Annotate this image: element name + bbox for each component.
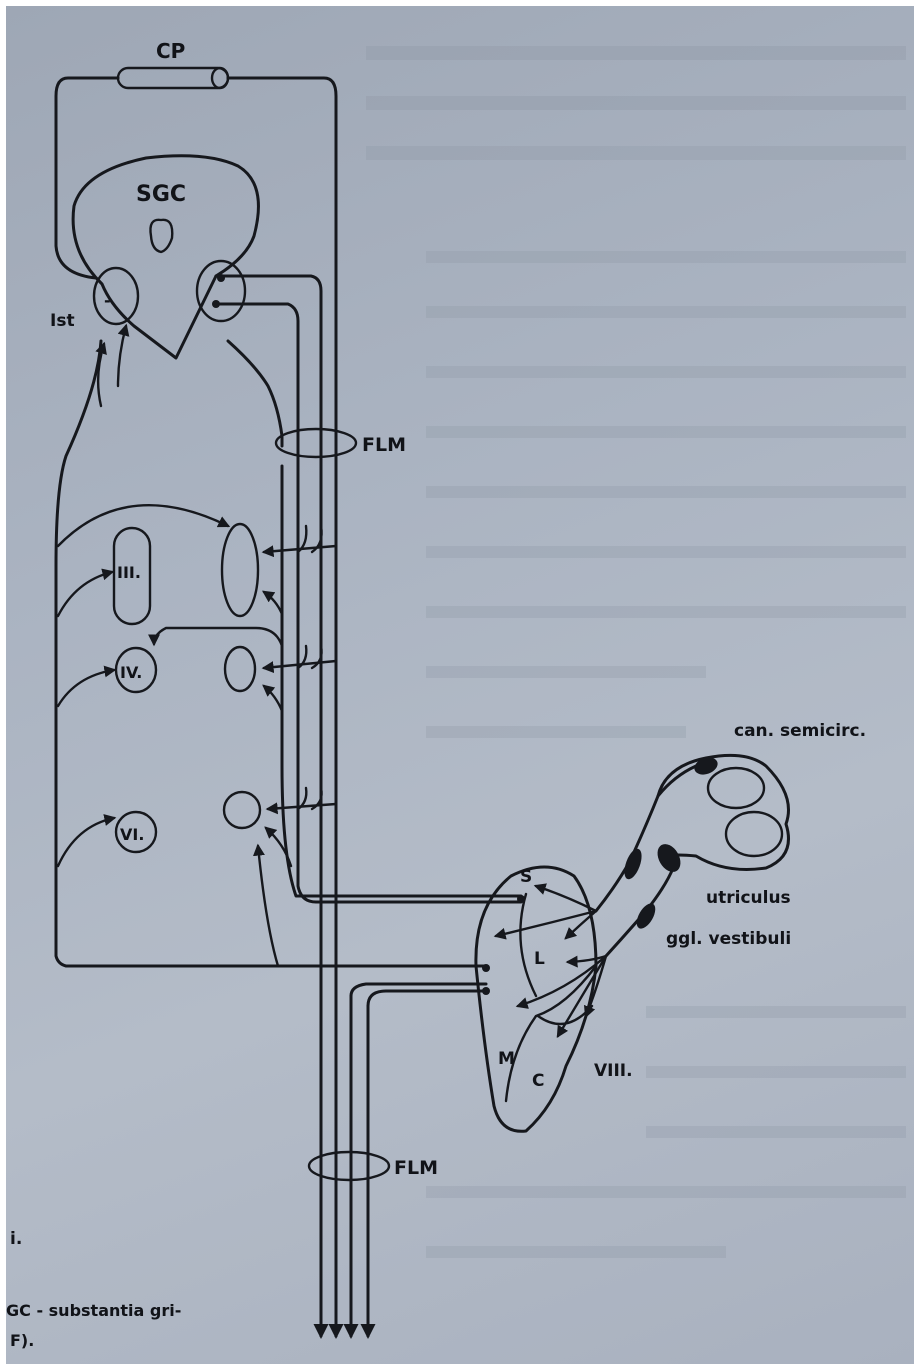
vestibular-pathways-diagram: CP SGC Ist - FLM FLM III. IV. VI. bbox=[6, 6, 914, 1364]
utricular-nerve bbox=[596, 766, 696, 911]
label-s: S bbox=[520, 867, 532, 887]
label-can-semicirc: can. semicirc. bbox=[734, 721, 866, 741]
flm-ring-top bbox=[276, 429, 356, 457]
origin-dot-1 bbox=[217, 274, 225, 282]
viii-inner-division-2 bbox=[506, 966, 596, 1101]
canal-loop-upper bbox=[708, 768, 764, 808]
aqueduct-shape bbox=[150, 220, 172, 252]
cp-left-fiber bbox=[56, 78, 118, 278]
cp-commissure bbox=[118, 68, 228, 88]
caption-fragment-2: GC - substantia gri- bbox=[6, 1301, 181, 1320]
ist-nucleus-oval bbox=[94, 268, 138, 324]
ganglion-branch bbox=[606, 866, 674, 956]
utriculus-macula bbox=[653, 840, 685, 876]
label-ggl-vestibuli: ggl. vestibuli bbox=[666, 929, 791, 949]
label-ist: Ist bbox=[50, 311, 75, 331]
label-m: M bbox=[498, 1049, 515, 1069]
nucleus-iii-right bbox=[222, 524, 258, 616]
nucleus-vi-right bbox=[224, 792, 260, 828]
arrow-to-iii-left bbox=[58, 572, 112, 616]
s-origin-dot bbox=[517, 895, 525, 903]
ganglion-node-2 bbox=[633, 900, 659, 931]
canal-loop-lower bbox=[726, 812, 782, 856]
arrow-to-iv-left bbox=[58, 670, 114, 706]
ganglion-node-1 bbox=[621, 847, 645, 882]
label-nucleus-iv: IV. bbox=[120, 663, 142, 682]
arrow-to-vi-left bbox=[58, 818, 114, 866]
arrow-to-ist-2 bbox=[118, 326, 126, 386]
right-branch-to-s bbox=[282, 466, 521, 896]
label-viii: VIII. bbox=[594, 1061, 633, 1081]
label-flm-top: FLM bbox=[362, 434, 406, 456]
label-c: C bbox=[532, 1071, 544, 1091]
right-sgc-oval bbox=[197, 261, 245, 321]
viii-inner-division-1 bbox=[520, 894, 536, 996]
arrow-to-iv-crossing bbox=[154, 628, 282, 646]
label-utriculus: utriculus bbox=[706, 888, 791, 908]
m-origin-dot-2 bbox=[482, 987, 490, 995]
vestibular-nerve-branches bbox=[496, 886, 606, 1036]
ist-mark: - bbox=[104, 291, 111, 310]
label-cp: CP bbox=[156, 39, 185, 63]
caption-fragment-3: F). bbox=[10, 1331, 34, 1350]
origin-dot-2 bbox=[212, 300, 220, 308]
label-l: L bbox=[534, 949, 545, 969]
label-sgc: SGC bbox=[136, 182, 186, 207]
label-flm-bottom: FLM bbox=[394, 1157, 438, 1179]
nucleus-iv-right bbox=[225, 647, 255, 691]
background-page-text bbox=[366, 46, 906, 1258]
caption-fragment-1: i. bbox=[10, 1229, 22, 1249]
label-nucleus-vi: VI. bbox=[120, 825, 144, 844]
brainstem-outline bbox=[56, 341, 486, 966]
m-origin-dot-1 bbox=[482, 964, 490, 972]
arrow-to-iii-right bbox=[58, 505, 228, 546]
label-nucleus-iii: III. bbox=[117, 563, 141, 582]
photographed-page: CP SGC Ist - FLM FLM III. IV. VI. bbox=[6, 6, 914, 1364]
right-outline-upper bbox=[228, 341, 282, 446]
